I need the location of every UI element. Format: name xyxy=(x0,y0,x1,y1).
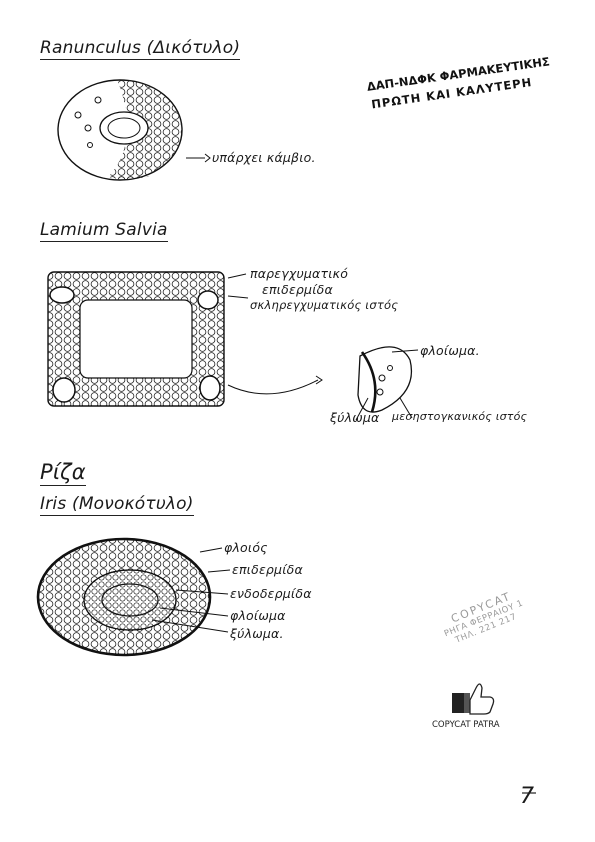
label-cambium: υπάρχει κάμβιο. xyxy=(212,150,316,165)
label-sclerenchyma: σκληρεγχυματικός ιστός xyxy=(250,298,399,312)
section-subtitle-iris: Iris (Μονοκότυλο) xyxy=(40,494,194,516)
section-title-root: Ρίζα xyxy=(40,460,86,486)
lamium-diagram xyxy=(47,271,419,421)
section-title-ranunculus: Ranunculus (Δικότυλο) xyxy=(40,38,241,60)
label-cortex: φλοιός xyxy=(224,540,268,555)
label-parenchyma: παρεγχυματικό xyxy=(250,266,349,281)
label-phloem: φλοίωμα. xyxy=(420,343,480,358)
thumbs-up-icon xyxy=(452,683,495,715)
iris-diagram xyxy=(36,537,231,657)
label-epidermis-root: επιδερμίδα xyxy=(232,562,303,577)
logo-caption: COPYCAT PATRA xyxy=(432,720,500,730)
label-xylem: ξύλωμα xyxy=(330,410,380,425)
page-number: 7 xyxy=(520,784,535,809)
label-endodermis: ενδοδερμίδα xyxy=(230,586,312,601)
section-title-lamium: Lamium Salvia xyxy=(40,220,168,242)
label-epidermis: επιδερμίδα xyxy=(262,282,333,297)
label-xylem-root: ξύλωμα. xyxy=(230,626,284,641)
ranunculus-diagram xyxy=(57,79,211,181)
label-meristem: μεσηστογκανικός ιστός xyxy=(392,410,528,423)
label-phloem-root: φλοίωμα xyxy=(230,608,286,623)
